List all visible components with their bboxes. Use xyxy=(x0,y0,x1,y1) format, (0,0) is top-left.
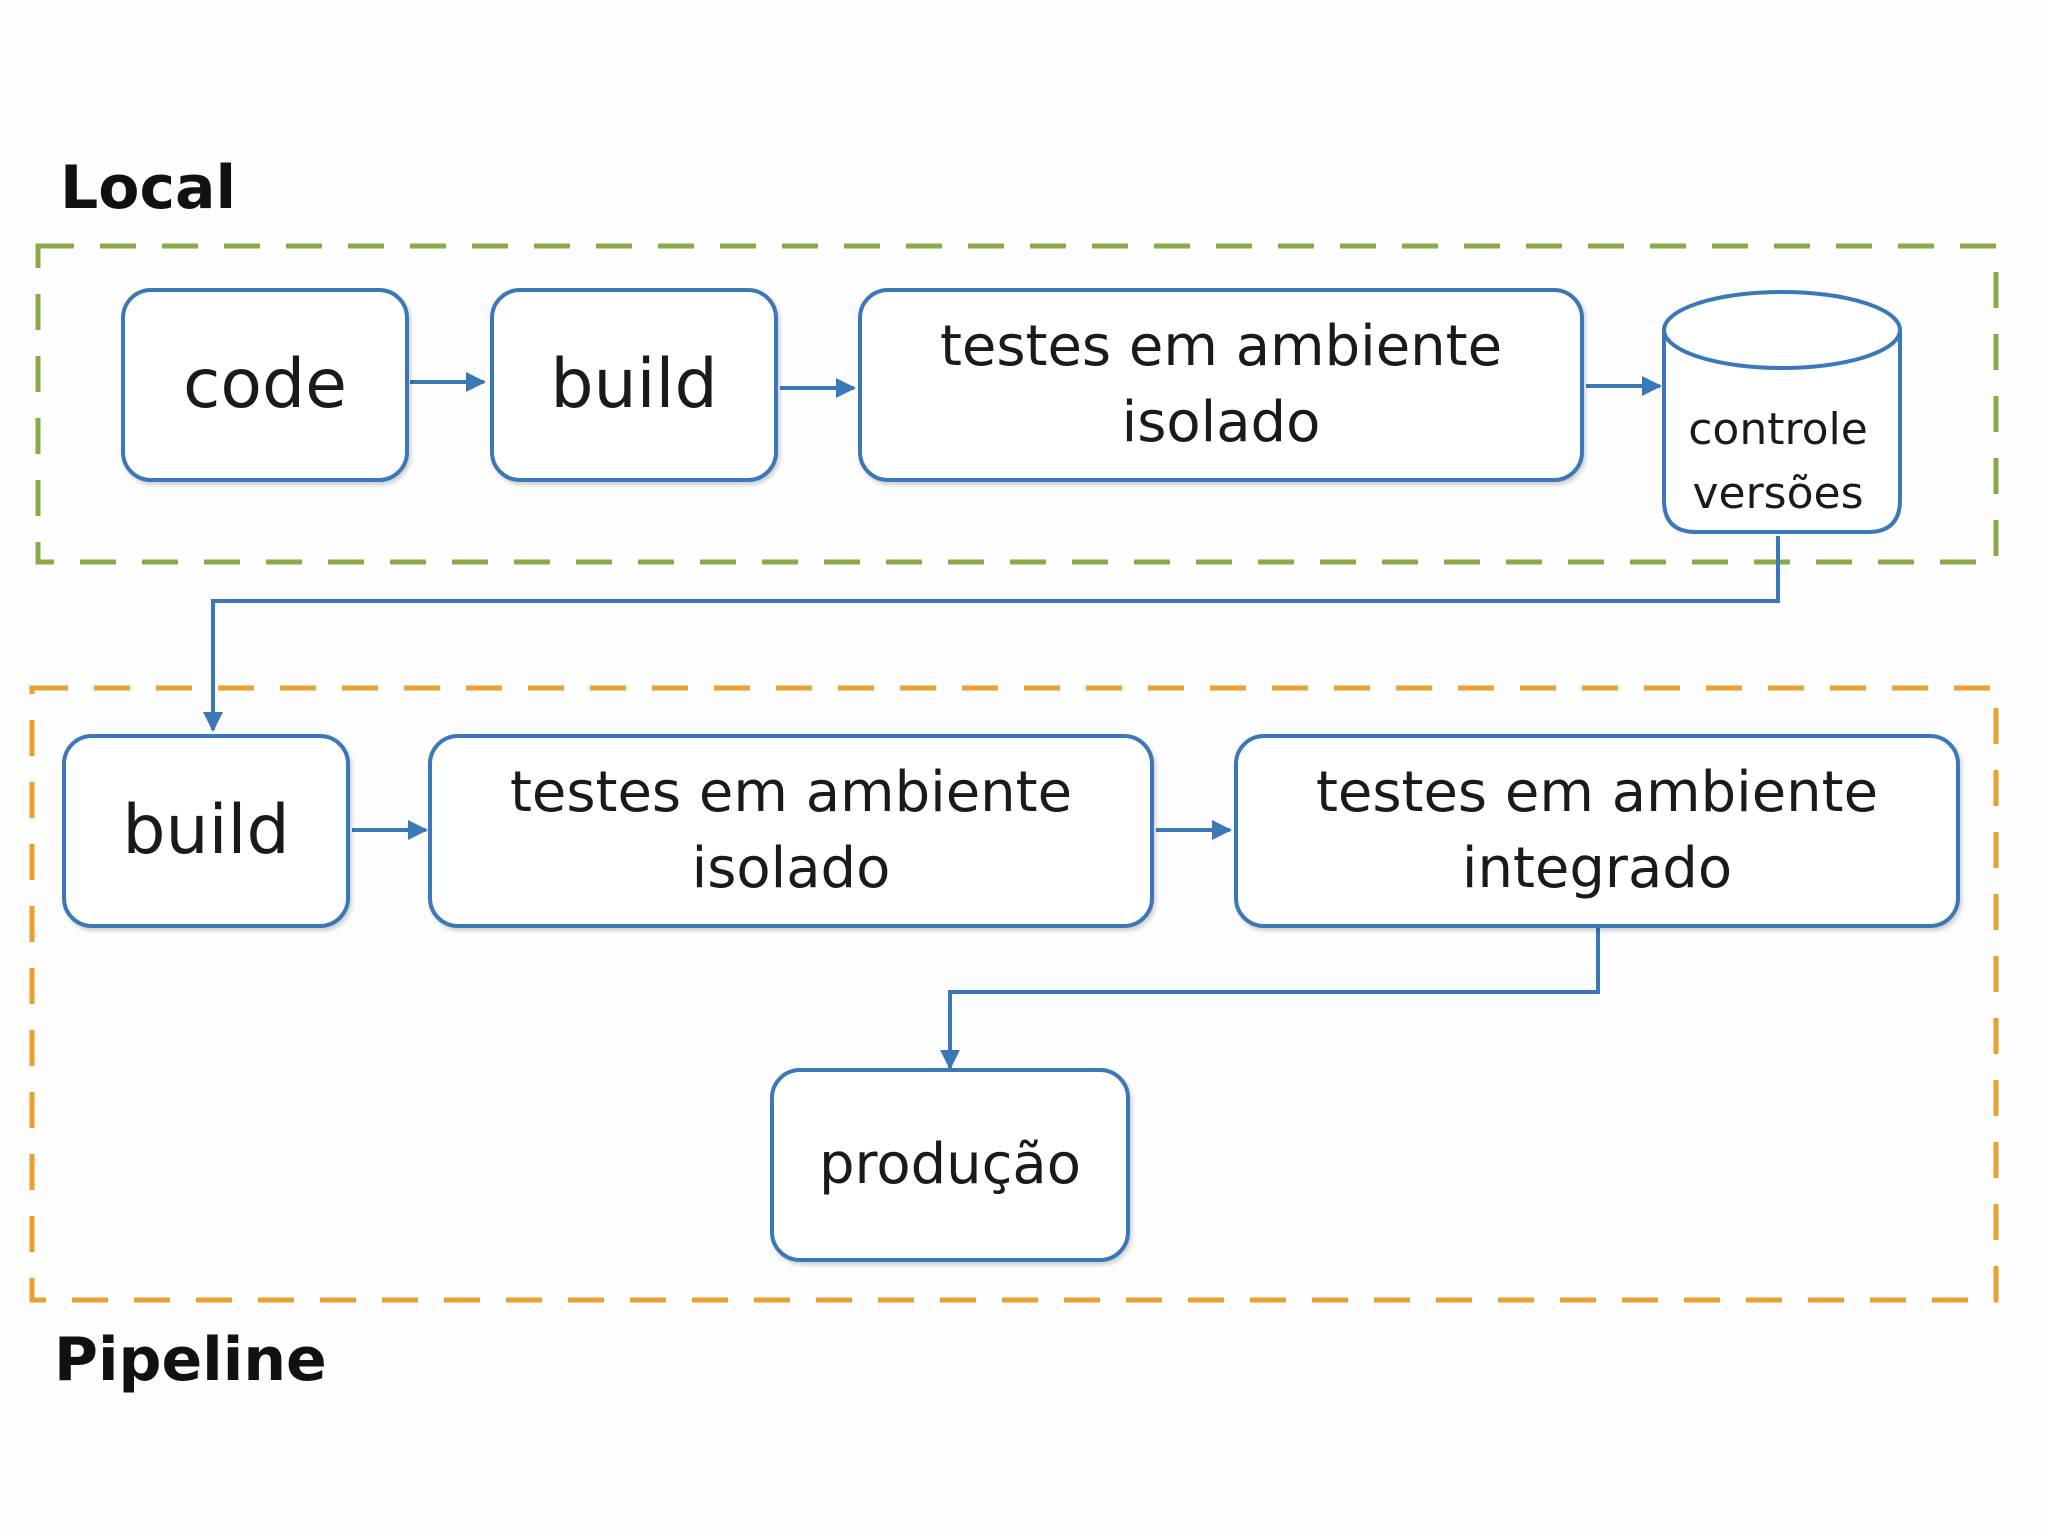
arrow-integrated-to-production xyxy=(940,928,1600,1070)
local-region xyxy=(35,243,1999,565)
pipeline-integrated-tests-line2: integrado xyxy=(1461,836,1733,901)
pipeline-build-label: build xyxy=(122,791,290,871)
local-build-label: build xyxy=(550,345,718,425)
code-box: code xyxy=(121,288,409,482)
local-section-title: Local xyxy=(60,153,237,223)
pipeline-build-box: build xyxy=(62,734,350,928)
pipeline-region xyxy=(29,685,1999,1303)
pipeline-isolated-tests-line1: testes em ambiente xyxy=(509,760,1073,826)
version-control-label: controle versões xyxy=(1660,392,1896,532)
pipeline-integrated-tests-box: testes em ambiente integrado xyxy=(1234,734,1960,928)
arrow-vcs-to-pipeline-build xyxy=(203,536,1780,732)
pipeline-section-title: Pipeline xyxy=(54,1325,327,1395)
pipeline-isolated-tests-box: testes em ambiente isolado xyxy=(428,734,1154,928)
version-control-line2: versões xyxy=(1692,468,1864,519)
production-box: produção xyxy=(770,1068,1130,1262)
local-build-box: build xyxy=(490,288,778,482)
local-isolated-tests-box: testes em ambiente isolado xyxy=(858,288,1584,482)
version-control-line1: controle xyxy=(1688,404,1868,456)
local-isolated-tests-line2: isolado xyxy=(1121,390,1321,455)
production-label: produção xyxy=(818,1132,1081,1198)
local-isolated-tests-line1: testes em ambiente xyxy=(939,314,1503,380)
pipeline-integrated-tests-line1: testes em ambiente xyxy=(1315,760,1879,826)
code-label: code xyxy=(183,345,347,425)
pipeline-isolated-tests-line2: isolado xyxy=(691,836,891,901)
database-cylinder-icon xyxy=(1662,290,1902,534)
